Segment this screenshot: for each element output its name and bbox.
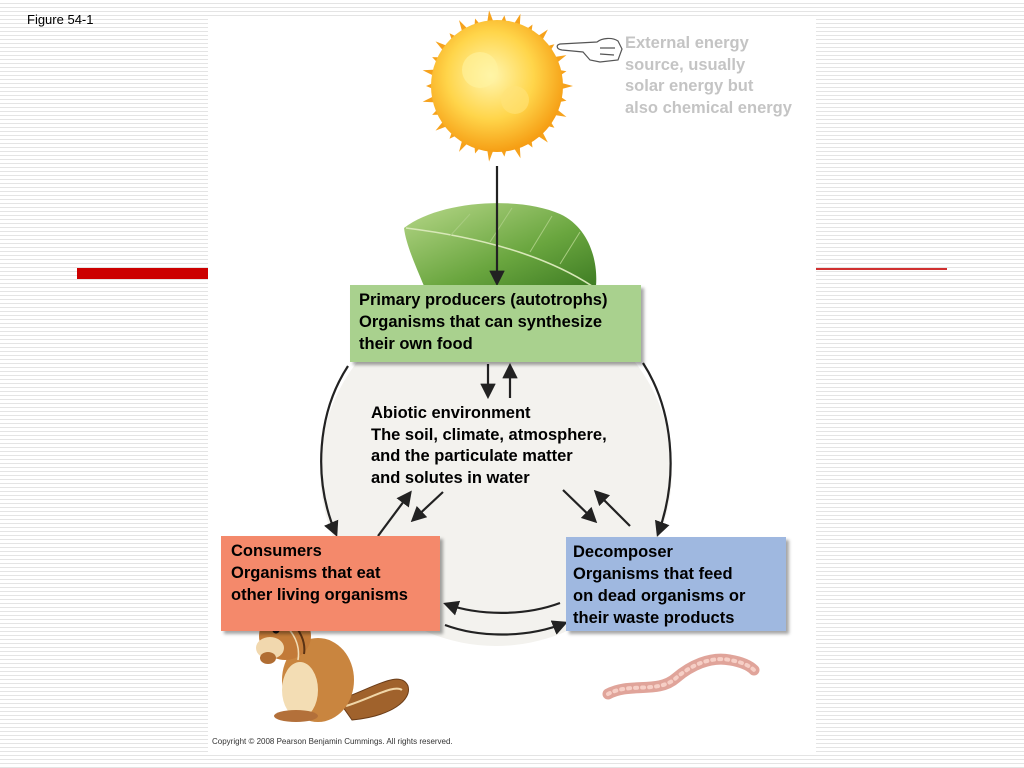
abiotic-description-line: The soil, climate, atmosphere, [371,425,607,444]
external-energy-note: External energy source, usually solar en… [625,33,792,119]
decomposer-title: Decomposer [573,543,673,561]
abiotic-description-line: and the particulate matter [371,447,573,465]
energy-note-line: source, usually [625,55,746,74]
decomposer-description-line: their waste products [573,609,735,627]
consumers-description-line: other living organisms [231,586,408,604]
abiotic-description-line: and solutes in water [371,468,530,487]
primary-producers-box: Primary producers (autotrophs) Organisms… [350,285,641,362]
decomposer-description-line: Organisms that feed [573,565,733,583]
leaf-icon [404,203,597,287]
consumers-title: Consumers [231,542,322,560]
decomposer-box: Decomposer Organisms that feed on dead o… [566,537,786,631]
copyright-notice: Copyright © 2008 Pearson Benjamin Cummin… [212,737,453,746]
sun-icon [422,10,573,162]
decomposer-description-line: on dead organisms or [573,587,746,605]
worm-icon [602,653,760,700]
producers-description-line: Organisms that can synthesize [359,313,602,331]
producers-description-line: their own food [359,335,473,353]
pointing-hand-icon [556,37,623,63]
abiotic-title: Abiotic environment [371,404,531,422]
title-accent-line [815,268,947,270]
producers-title: Primary producers (autotrophs) [359,291,608,309]
energy-note-line: solar energy but [625,77,754,95]
consumers-description-line: Organisms that eat [231,564,381,582]
title-accent-bar [77,268,210,279]
consumers-box: Consumers Organisms that eat other livin… [221,536,440,631]
energy-note-line: External energy [625,34,749,52]
abiotic-environment-label: Abiotic environment The soil, climate, a… [371,403,607,489]
energy-note-line: also chemical energy [625,98,792,117]
figure-label: Figure 54-1 [27,12,94,27]
